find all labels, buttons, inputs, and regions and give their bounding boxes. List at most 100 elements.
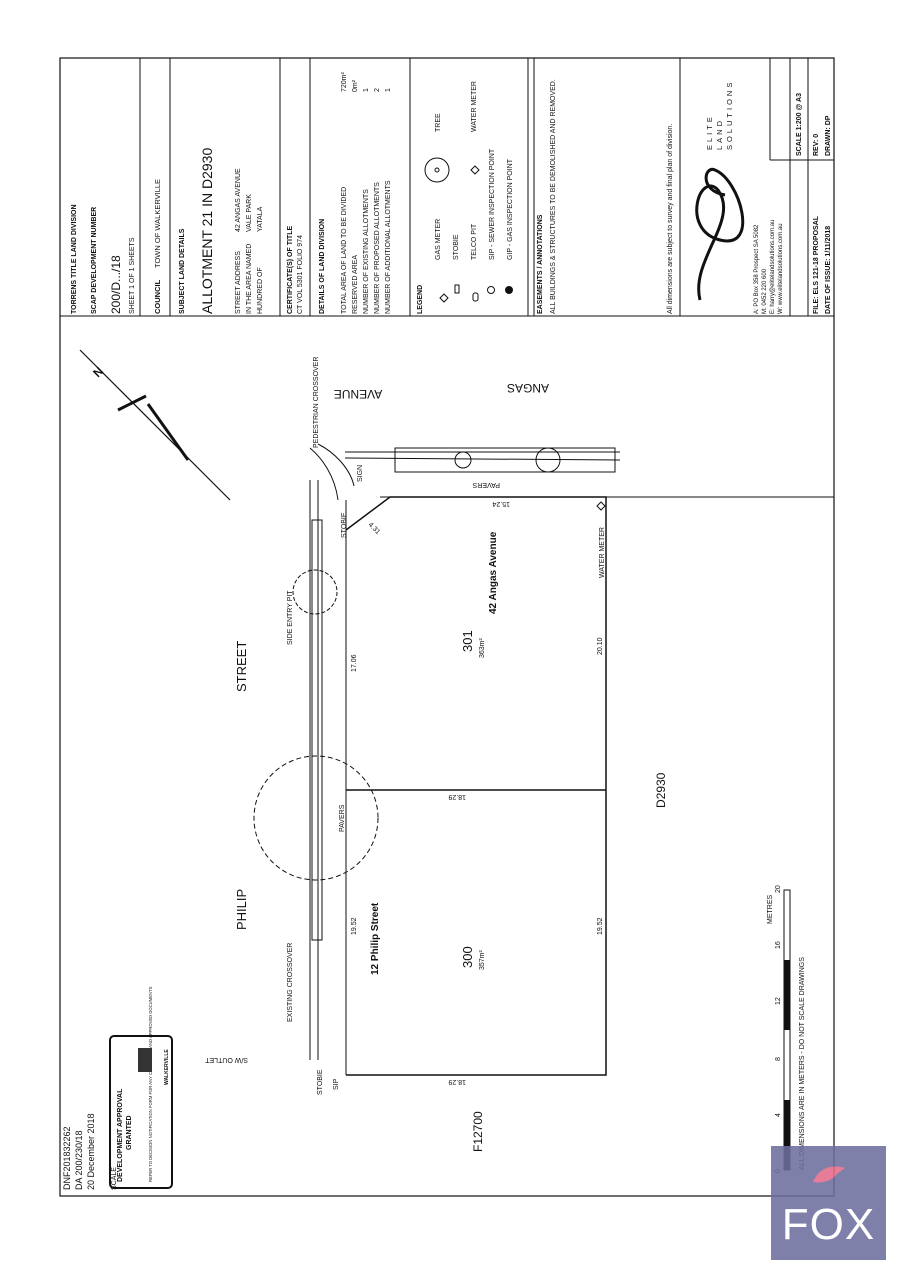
legend-stobie: STOBIE bbox=[453, 234, 460, 260]
tree-icon bbox=[253, 755, 379, 881]
scale-metres: METRES bbox=[767, 895, 774, 925]
tb-council-label: COUNCIL bbox=[153, 279, 162, 314]
detail-value: 720m² bbox=[341, 71, 348, 92]
tb-drawn: DRAWN: DP bbox=[825, 115, 832, 156]
label-pedestrian-crossover: PEDESTRIAN CROSSOVER bbox=[313, 357, 320, 448]
scale-tick-label: 8 bbox=[775, 1057, 782, 1061]
stamp-council: WALKERVILLE bbox=[164, 1049, 170, 1085]
detail-value: 1 bbox=[385, 88, 392, 92]
telco-pit-icon bbox=[472, 292, 479, 302]
philip-footpath bbox=[311, 519, 323, 941]
tb-street-label: STREET ADDRESS bbox=[235, 251, 242, 314]
tb-scap-label: SCAP DEVELOPMENT NUMBER bbox=[91, 207, 98, 314]
scale-tick-label: 4 bbox=[775, 1113, 782, 1117]
tb-area-value: VALE PARK bbox=[246, 194, 253, 232]
contact-web: W: www.elitelandsolutions.com.au bbox=[778, 223, 784, 314]
tb-area-label: IN THE AREA NAMED bbox=[246, 244, 253, 314]
tb-street-value: 42 ANGAS AVENUE bbox=[235, 168, 242, 232]
water-meter-icon bbox=[596, 501, 606, 511]
stobie-icon bbox=[454, 284, 460, 294]
legend-tree: TREE bbox=[435, 113, 442, 132]
tb-easements-text: ALL BUILDINGS & STRUCTURES TO BE DEMOLIS… bbox=[550, 79, 557, 314]
tb-details-list: TOTAL AREA OF LAND TO BE DIVIDED720m²RES… bbox=[341, 71, 392, 314]
tb-heading: TORRENS TITLE LAND DIVISION bbox=[71, 204, 78, 314]
stamp-crest-icon bbox=[138, 1048, 152, 1072]
tb-cert-value: CT VOL 5301 FOLIO 974 bbox=[297, 235, 304, 314]
tb-issue: DATE OF ISSUE: 1/11/2018 bbox=[825, 226, 832, 314]
dim-18-29-left: 18.29 bbox=[448, 1078, 466, 1085]
legend-water-meter: WATER METER bbox=[471, 81, 478, 132]
lot-301-address: 42 Angas Avenue bbox=[488, 531, 499, 614]
sheet-border bbox=[59, 57, 835, 1197]
ref-dnf: DNF201832262 bbox=[62, 1126, 72, 1190]
tb-scap-number: 200/D.../18 bbox=[109, 255, 123, 314]
parcel-f12700: F12700 bbox=[471, 1111, 485, 1152]
street-avenue: AVENUE bbox=[334, 387, 382, 401]
contact-address: A: PO Box 358 Prospect SA 5082 bbox=[754, 224, 760, 314]
scale-label: SCALE bbox=[111, 1167, 118, 1190]
tb-hundred-value: YATALA bbox=[257, 206, 264, 232]
dim-19-52-bottom: 19.52 bbox=[597, 917, 604, 935]
label-existing-crossover: EXISTING CROSSOVER bbox=[287, 943, 294, 1022]
street-angas: ANGAS bbox=[507, 381, 549, 395]
ref-da: DA 200/230/18 bbox=[74, 1130, 84, 1190]
detail-value: 1 bbox=[363, 88, 370, 92]
fox-watermark: FOX bbox=[771, 1146, 886, 1260]
tb-legend-label: LEGEND bbox=[417, 285, 424, 314]
tb-scale: SCALE 1:200 @ A3 bbox=[796, 93, 803, 156]
scale-ticks: 048121620 bbox=[775, 885, 782, 1173]
scale-tick-label: 20 bbox=[775, 885, 782, 893]
north-label: N bbox=[90, 364, 106, 380]
company-logo-signature bbox=[695, 167, 745, 301]
tb-council-value: TOWN OF WALKERVILLE bbox=[153, 179, 162, 268]
fox-watermark-text: FOX bbox=[781, 1200, 876, 1249]
label-side-entry-pit: SIDE ENTRY PIT bbox=[287, 590, 294, 645]
tb-details-label: DETAILS OF LAND DIVISION bbox=[319, 219, 326, 314]
legend-gip: GIP - GAS INSPECTION POINT bbox=[507, 158, 514, 260]
tb-sheet: SHEET 1 OF 1 SHEETS bbox=[129, 237, 136, 314]
tb-easements-label: EASEMENTS / ANNOTATIONS bbox=[537, 214, 544, 314]
sip-icon bbox=[487, 286, 495, 294]
tb-rev: REV: 0 bbox=[813, 134, 820, 156]
gip-icon bbox=[505, 286, 513, 294]
contact-mobile: M: 0452 220 600 bbox=[762, 268, 768, 314]
tb-cert-label: CERTIFICATE(S) OF TITLE bbox=[287, 226, 294, 314]
company-line-2: LAND bbox=[715, 118, 724, 150]
detail-label: NUMBER OF EXISTING ALLOTMENTS bbox=[363, 189, 370, 314]
stamp-title: DEVELOPMENT APPROVAL bbox=[117, 1088, 124, 1182]
detail-value: 2 bbox=[374, 88, 381, 92]
dim-15-24: 15.24 bbox=[492, 500, 510, 507]
water-meter-icon bbox=[470, 165, 480, 175]
tree-icon bbox=[535, 447, 561, 473]
approval-stamp bbox=[109, 1035, 173, 1189]
north-arrow bbox=[79, 349, 231, 501]
street-street: STREET bbox=[234, 641, 249, 692]
tree-icon bbox=[292, 569, 338, 615]
company-line-3: SOLUTIONS bbox=[725, 80, 734, 150]
parcel-d2930: D2930 bbox=[654, 772, 668, 808]
label-sip: SIP bbox=[333, 1078, 340, 1090]
ref-date: 20 December 2018 bbox=[86, 1113, 96, 1190]
detail-label: RESERVED AREA bbox=[352, 255, 359, 314]
tree-icon bbox=[424, 157, 450, 183]
tb-hundred-label: HUNDRED OF bbox=[257, 267, 264, 314]
label-stobie-top: STOBIE bbox=[341, 512, 348, 538]
dim-4-31: 4.31 bbox=[367, 521, 382, 536]
tree-icon bbox=[454, 451, 472, 469]
dim-20-10: 20.10 bbox=[597, 637, 604, 655]
lot-300-area: 357m² bbox=[479, 949, 486, 970]
legend-telco-pit: TELCO PIT bbox=[471, 223, 478, 260]
dim-17-06: 17.06 bbox=[351, 654, 358, 672]
lot-301-number: 301 bbox=[460, 630, 475, 652]
dim-19-52-top: 19.52 bbox=[351, 917, 358, 935]
scale-tick-label: 16 bbox=[775, 941, 782, 949]
stamp-note: REFER TO DECISION NOTIFICATION FORM FOR … bbox=[148, 986, 153, 1182]
tb-subject-label: SUBJECT LAND DETAILS bbox=[179, 228, 186, 314]
scale-note: ALL DIMENSIONS ARE IN METERS - DO NOT SC… bbox=[799, 957, 806, 1170]
parent-boundary bbox=[345, 496, 607, 1076]
contact-email: E: harry@elitelandsolutions.com.au bbox=[770, 220, 776, 314]
street-philip: PHILIP bbox=[234, 889, 249, 930]
detail-label: NUMBER OF PROPOSED ALLOTMENTS bbox=[374, 182, 381, 314]
label-pavers-angas: PAVERS bbox=[472, 481, 500, 488]
